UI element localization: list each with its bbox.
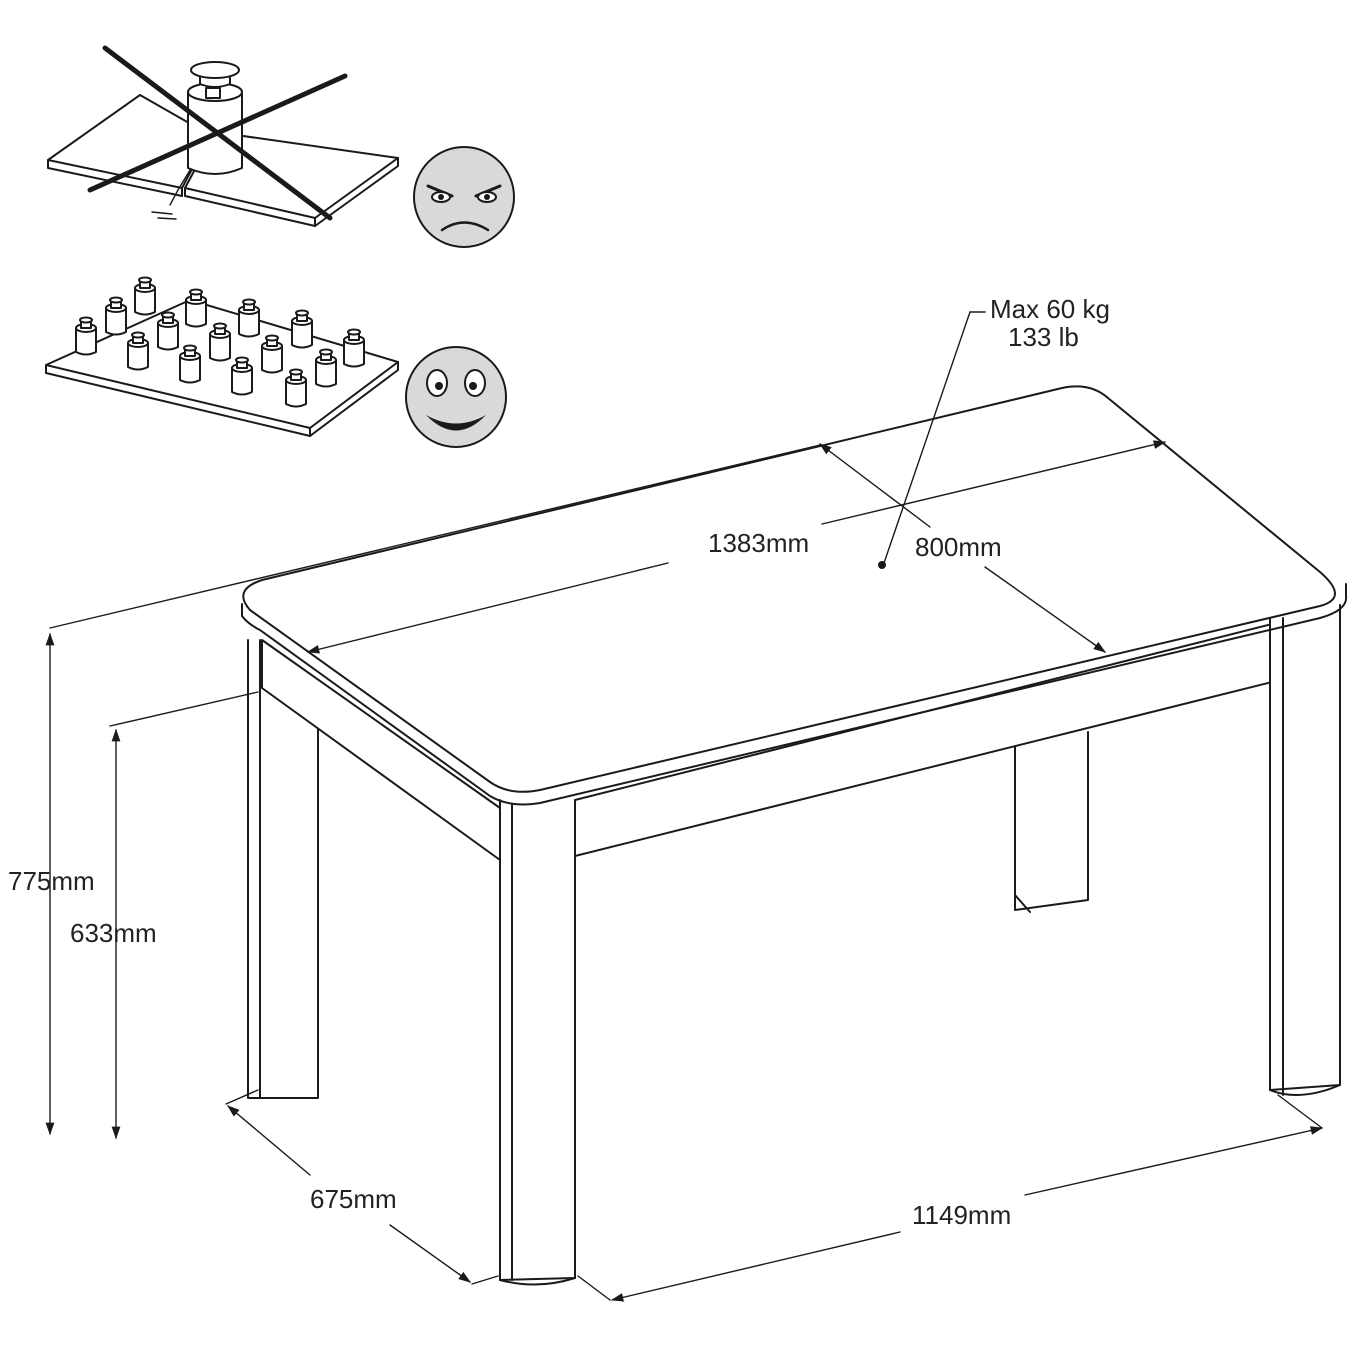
angry-face-icon [413,146,515,248]
max-load-label: Max 60 kg [990,294,1110,324]
leg-back-left [247,639,319,1099]
leg-clearance-label: 633mm [70,918,157,948]
table-top [242,385,1336,793]
dimension-lines [45,311,1324,1302]
max-load-lb-label: 133 lb [1008,322,1079,352]
leg-span-length-label: 1149mm [912,1200,1011,1230]
top-length-label: 1383mm [708,528,809,558]
distributed-load-icon [45,276,399,437]
table-drawing [241,385,1348,1286]
leg-front-right [1269,604,1341,1091]
total-height-label: 775mm [8,866,95,896]
top-width-label: 800mm [915,532,1002,562]
leg-span-depth-label: 675mm [310,1184,397,1214]
leg-front-left [499,799,576,1281]
happy-face-icon [405,346,507,448]
leg-back-right [1014,731,1089,911]
concentrated-load-icon [47,45,399,227]
